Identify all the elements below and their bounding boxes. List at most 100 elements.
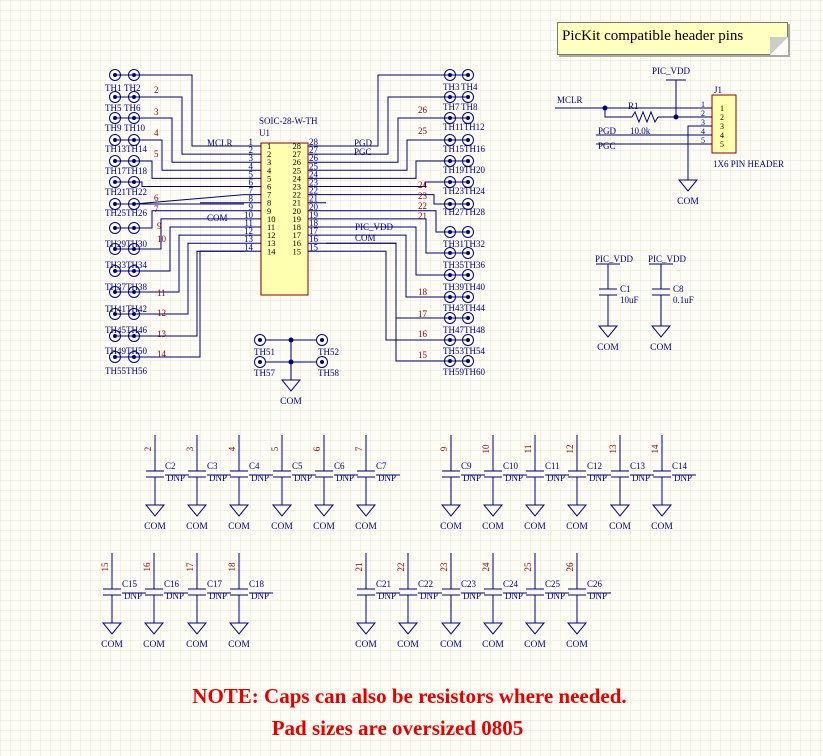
left-net-wire [134,210,244,229]
th-label: TH39TH40 [443,282,485,292]
center-pad-center [258,338,262,342]
wire-num: 17 [418,309,428,319]
u1-pin-num-right: 17 [309,226,319,236]
th-label: TH3 [443,82,460,92]
cap-c17-ground [186,622,208,635]
cap-c6-ground-label: COM [313,522,335,532]
u1-pin-num-left: 11 [244,218,253,228]
center-ground-label: COM [280,397,302,407]
wire-num: 23 [418,191,428,201]
cap-c13-net-num: 13 [608,444,618,454]
th-label: TH4 [461,82,478,92]
u1-pin-name-right: 25 [293,165,302,175]
th-label: TH49TH50 [105,346,147,356]
u1-pin-num-right: 25 [309,161,319,171]
cap-c26-ground [566,622,588,635]
right-net-wire [326,181,450,187]
r1-ref: R1 [628,101,639,111]
cap-c7-ground-label: COM [355,522,377,532]
u1-pin-name-left: 1 [267,141,271,151]
th-label: TH51 [254,347,275,357]
cap-c23-ground [440,622,462,635]
cap-c12-net-num: 12 [565,445,575,454]
u1-pin-num-left: 8 [249,194,254,204]
u1-pin-num-left: 7 [249,186,254,196]
wire-num: 18 [418,287,428,297]
cap-c14-net-num: 14 [650,444,660,454]
net-label-pic-vdd: PIC_VDD [652,66,691,76]
th-label: TH33TH34 [105,260,147,270]
c8-value: 0.1uF [673,295,694,305]
u1-pin-num-left: 9 [249,202,254,212]
cap-c10-ground [482,504,504,517]
cap-c26-ground-label: COM [566,640,588,650]
u1-pin-name-right: 19 [293,214,302,224]
th-label: TH10 [124,123,145,133]
cap-c2-ground-label: COM [144,522,166,532]
wire-num: 13 [157,329,167,339]
u1-pin-num-right: 20 [309,202,319,212]
cap-c25-dnp: DNP [547,591,565,601]
net-label-com: COM [207,213,228,223]
cap-c16-ground-label: COM [143,640,165,650]
u1-pin-name-left: 13 [267,238,276,248]
cap-c16-net-num: 16 [142,562,152,572]
u1-pin-name-left: 3 [267,157,271,167]
j1-body [711,94,737,154]
right-net-wire [326,160,450,179]
right-net-wire [326,250,450,341]
cap-c9-ref: C9 [461,461,472,471]
cap-c23-ground-label: COM [440,640,462,650]
center-pad-center [320,338,324,342]
c1-ground-label: COM [597,343,619,353]
th-label: TH37TH38 [105,282,147,292]
wire-num: 5 [154,149,159,159]
r1-resistor [631,110,659,124]
c8-ground-label: COM [650,343,672,353]
j1-pin-name: 2 [720,113,724,122]
center-pad-center [320,360,324,364]
cap-c10-ref: C10 [503,461,519,471]
wire-num: 25 [418,126,428,136]
c1-net: PIC_VDD [595,254,634,264]
wire-num: 9 [157,221,162,231]
wire-num: 7 [154,204,159,214]
u1-body [260,142,309,296]
th-label: TH11TH12 [443,122,485,132]
u1-pin-num-right: 23 [309,178,319,188]
cap-c26-dnp: DNP [589,591,607,601]
u1-pin-name-right: 20 [293,206,302,216]
u1-pin-name-left: 6 [267,182,271,192]
cap-c9-ground [440,504,462,517]
right-net-wire [326,234,450,298]
left-net-wire [134,226,244,272]
j1-pin-name: 3 [720,122,724,131]
u1-pin-num-right: 16 [309,234,319,244]
cap-c14-dnp: DNP [674,473,692,483]
u1-pin-name-right: 26 [293,157,302,167]
cap-c15-net-num: 15 [100,562,110,572]
cap-c21-ground [355,622,377,635]
cap-c12-dnp: DNP [589,473,607,483]
cap-c16-ground [143,622,165,635]
cap-c5-ground-label: COM [271,522,293,532]
com-wire [687,125,694,180]
th-label: TH13TH14 [105,144,147,154]
left-net-wire [134,139,244,171]
cap-c6-dnp: DNP [336,473,354,483]
th-label: TH2 [124,83,141,93]
cap-c23-ref: C23 [461,579,477,589]
wire-num: 12 [157,308,166,318]
j1-pin-name: 4 [720,131,724,140]
cap-c2-ref: C2 [165,461,176,471]
th-label: TH8 [461,102,478,112]
cap-c21-ground-label: COM [355,640,377,650]
cap-c4-ground-label: COM [228,522,250,532]
u1-pin-name-right: 22 [293,190,302,200]
cap-c10-net-num: 10 [481,444,491,454]
cap-c16-ref: C16 [164,579,180,589]
cap-c21-ref: C21 [376,579,391,589]
th-label: TH47TH48 [443,325,485,335]
right-net-wire [326,139,450,171]
u1-pin-name-left: 8 [267,198,271,208]
